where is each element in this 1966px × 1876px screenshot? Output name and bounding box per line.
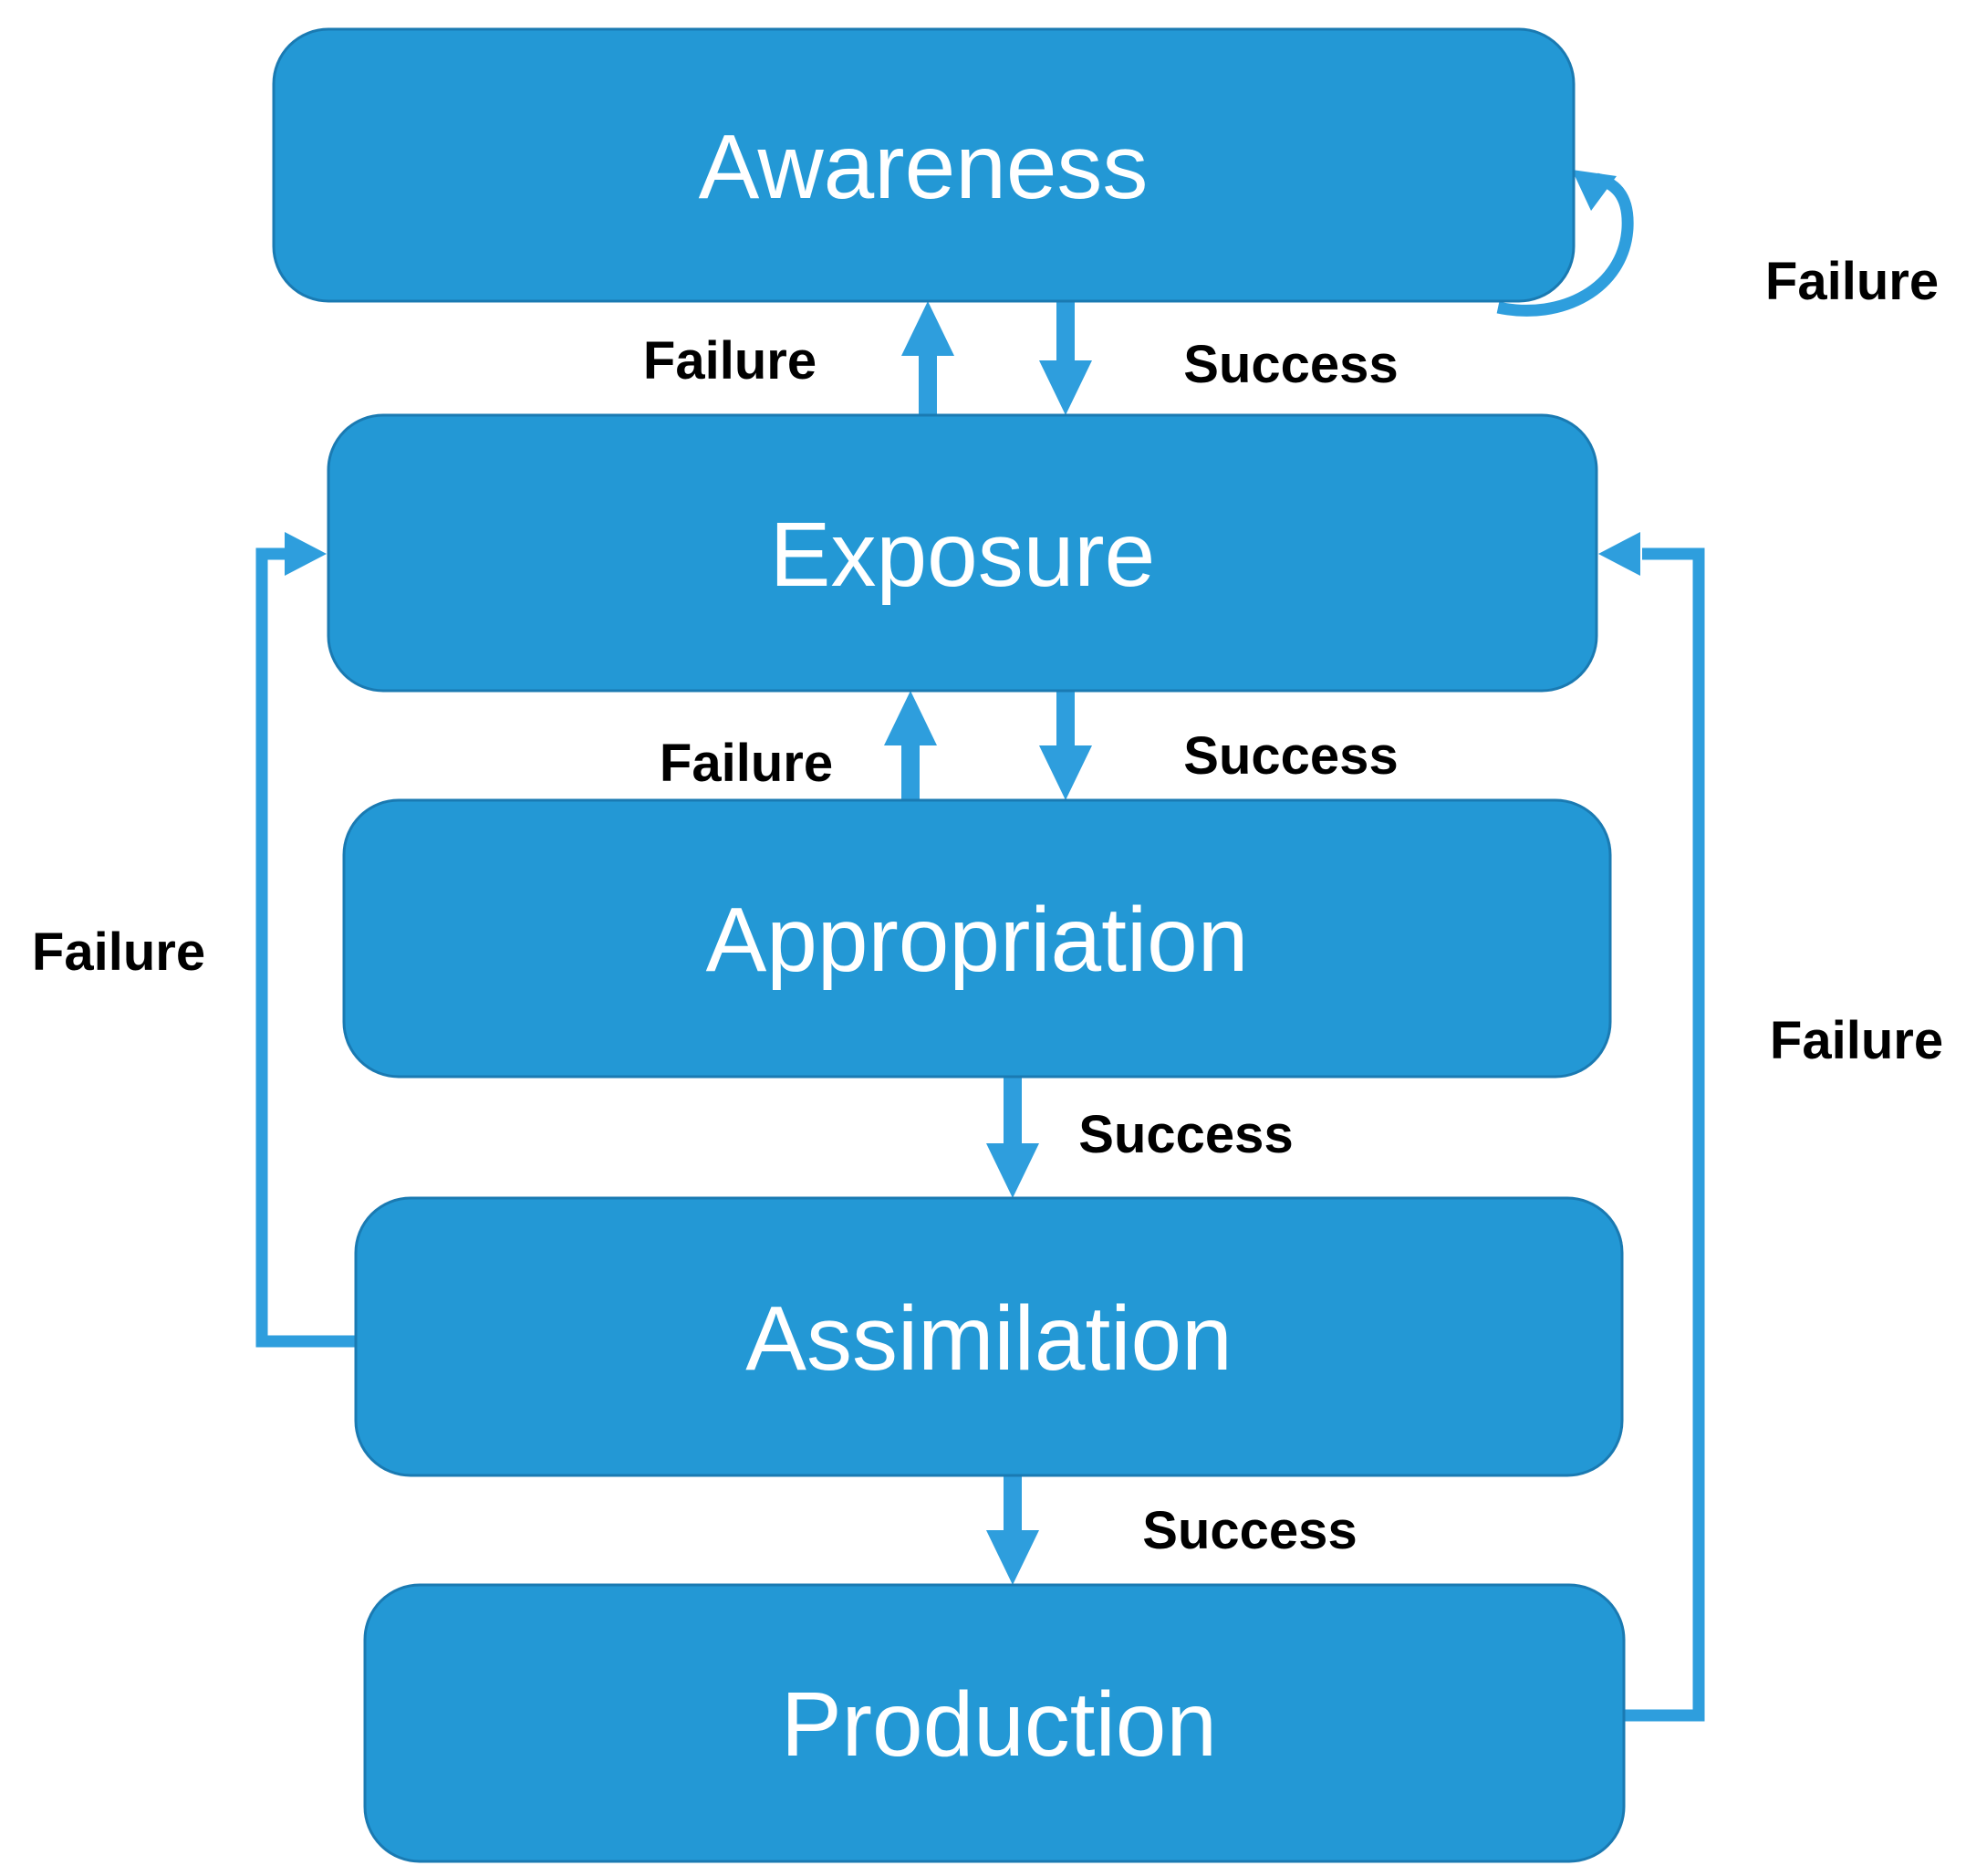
node-exposure-label: Exposure	[770, 504, 1155, 606]
edge-assimilation-exposure-failure-line	[255, 547, 356, 1348]
node-production-label: Production	[781, 1673, 1217, 1776]
edge-appropriation-exposure-failure-label: Failure	[660, 734, 833, 793]
edge-production-exposure-failure-arrowhead	[1598, 532, 1640, 576]
edge-appropriation-exposure-failure-arrow	[884, 691, 937, 800]
edge-appropriation-assimilation-success-arrow	[986, 1077, 1039, 1198]
node-assimilation-label: Assimilation	[745, 1287, 1233, 1390]
node-exposure-box	[327, 413, 1598, 693]
edge-awareness-exposure-success-label: Success	[1183, 335, 1398, 394]
edge-appropriation-assimilation-success-label: Success	[1078, 1105, 1293, 1164]
node-appropriation-box	[342, 798, 1612, 1079]
edge-assimilation-production-success-label: Success	[1142, 1501, 1357, 1560]
node-exposure: Exposure	[327, 413, 1598, 693]
node-awareness: Awareness	[272, 27, 1576, 303]
edge-awareness-self-failure-label: Failure	[1765, 252, 1939, 311]
node-assimilation: Assimilation	[354, 1196, 1624, 1477]
node-assimilation-box	[354, 1196, 1624, 1477]
edge-exposure-appropriation-success-label: Success	[1183, 726, 1398, 786]
edge-assimilation-exposure-failure-label: Failure	[32, 922, 205, 982]
node-production-box	[363, 1583, 1626, 1863]
node-appropriation-label: Appropriation	[706, 889, 1249, 991]
node-appropriation: Appropriation	[342, 798, 1612, 1079]
edge-assimilation-production-success-arrow	[986, 1475, 1039, 1585]
node-awareness-box	[272, 27, 1576, 303]
edge-exposure-awareness-failure-label: Failure	[643, 331, 817, 391]
edge-exposure-appropriation-success-arrow	[1039, 691, 1092, 800]
edge-production-exposure-failure-label: Failure	[1770, 1011, 1943, 1070]
node-production: Production	[363, 1583, 1626, 1863]
edge-awareness-self-failure-loop	[1496, 172, 1634, 317]
edge-exposure-awareness-failure-arrow	[901, 301, 954, 415]
node-awareness-label: Awareness	[699, 116, 1149, 218]
edge-production-exposure-failure-line	[1624, 547, 1705, 1722]
edge-awareness-self-failure-arrowhead	[1572, 170, 1617, 211]
edge-awareness-exposure-success-arrow	[1039, 301, 1092, 415]
edge-assimilation-exposure-failure-arrowhead	[285, 532, 327, 576]
